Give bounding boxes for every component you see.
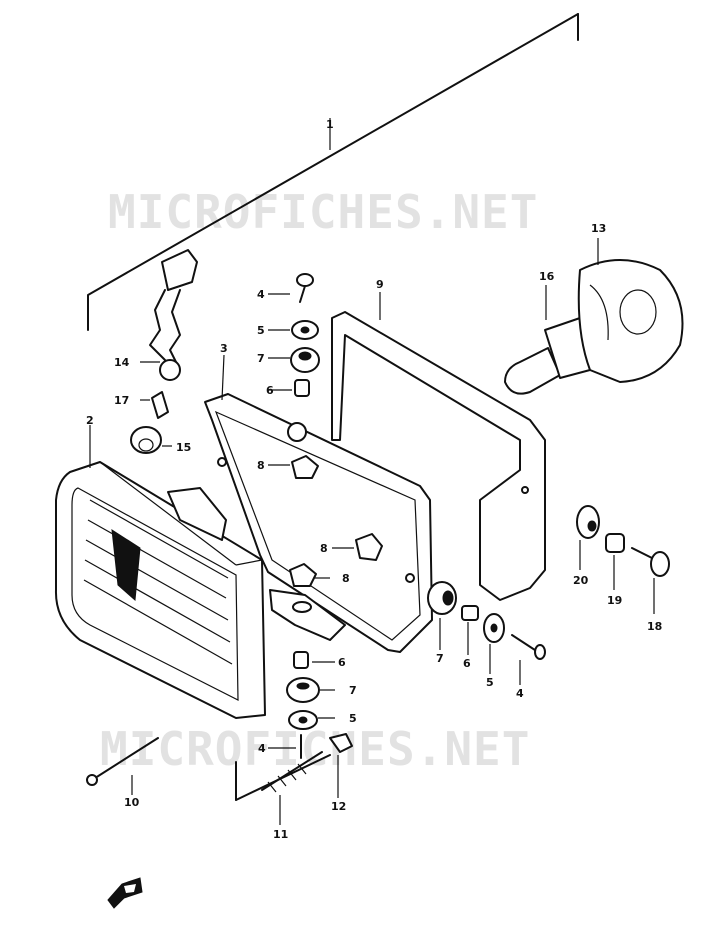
callout-6-bottom: 6 (338, 656, 346, 669)
watermark-bottom: MICROFICHES.NET (100, 722, 530, 776)
collar-6-top (294, 379, 310, 397)
front-direction-arrow-icon (107, 877, 143, 909)
spring-11 (261, 751, 323, 793)
callout-10: 10 (124, 796, 140, 809)
screw-4-right (511, 634, 546, 660)
callout-8-a: 8 (257, 459, 265, 472)
socket-cover-13 (577, 259, 684, 383)
callout-3: 3 (220, 342, 228, 355)
nut-12 (329, 733, 353, 753)
callout-4-top: 4 (257, 288, 265, 301)
callout-5-right: 5 (486, 676, 494, 689)
washer-20 (576, 505, 600, 539)
callout-19: 19 (607, 594, 622, 607)
grommet-7-right (427, 581, 457, 615)
grommet-7-bottom (286, 677, 320, 703)
callout-5-bottom: 5 (349, 712, 357, 725)
callout-1: 1 (326, 118, 334, 131)
leader-lines (89, 118, 655, 825)
grommet-15 (130, 426, 162, 454)
nut-8-a (291, 455, 319, 479)
screw-4-top (296, 273, 314, 303)
callout-13: 13 (591, 222, 606, 235)
callout-2: 2 (86, 414, 94, 427)
frame-9 (331, 311, 546, 601)
adjusting-screw-10 (86, 737, 159, 786)
callout-12: 12 (331, 800, 346, 813)
callout-6-right: 6 (463, 657, 471, 670)
collar-6-bottom (293, 651, 309, 669)
callout-7-bottom: 7 (349, 684, 357, 697)
callout-8-b: 8 (320, 542, 328, 555)
callout-16: 16 (539, 270, 555, 283)
callout-18: 18 (647, 620, 662, 633)
headlamp-unit (54, 461, 266, 719)
callout-11: 11 (273, 828, 288, 841)
nut-8-c (289, 563, 317, 587)
callout-5-top: 5 (257, 324, 265, 337)
callout-17: 17 (114, 394, 129, 407)
collar-6-right (461, 605, 479, 621)
nut-8-b (355, 533, 383, 561)
bulb-17 (151, 391, 169, 419)
callout-8-c: 8 (342, 572, 350, 585)
bolt-18 (631, 547, 670, 577)
callout-labels: 1 2 3 4 5 7 6 8 8 8 9 14 17 15 16 13 20 … (86, 118, 662, 841)
washer-5-top (291, 320, 319, 340)
housing-3 (204, 393, 433, 653)
callout-7-top: 7 (257, 352, 265, 365)
callout-9: 9 (376, 278, 384, 291)
callout-15: 15 (176, 441, 191, 454)
callout-7-right: 7 (436, 652, 444, 665)
washer-5-bottom (288, 710, 318, 730)
callout-6-top: 6 (266, 384, 274, 397)
wiring-socket-14 (149, 249, 198, 381)
washer-5-right (483, 613, 505, 643)
callout-4-right: 4 (516, 687, 524, 700)
callout-20: 20 (573, 574, 589, 587)
collar-19 (605, 533, 625, 553)
callout-14: 14 (114, 356, 130, 369)
callout-4-bottom: 4 (258, 742, 266, 755)
watermark-top: MICROFICHES.NET (108, 185, 538, 239)
grommet-7-top (290, 347, 320, 373)
